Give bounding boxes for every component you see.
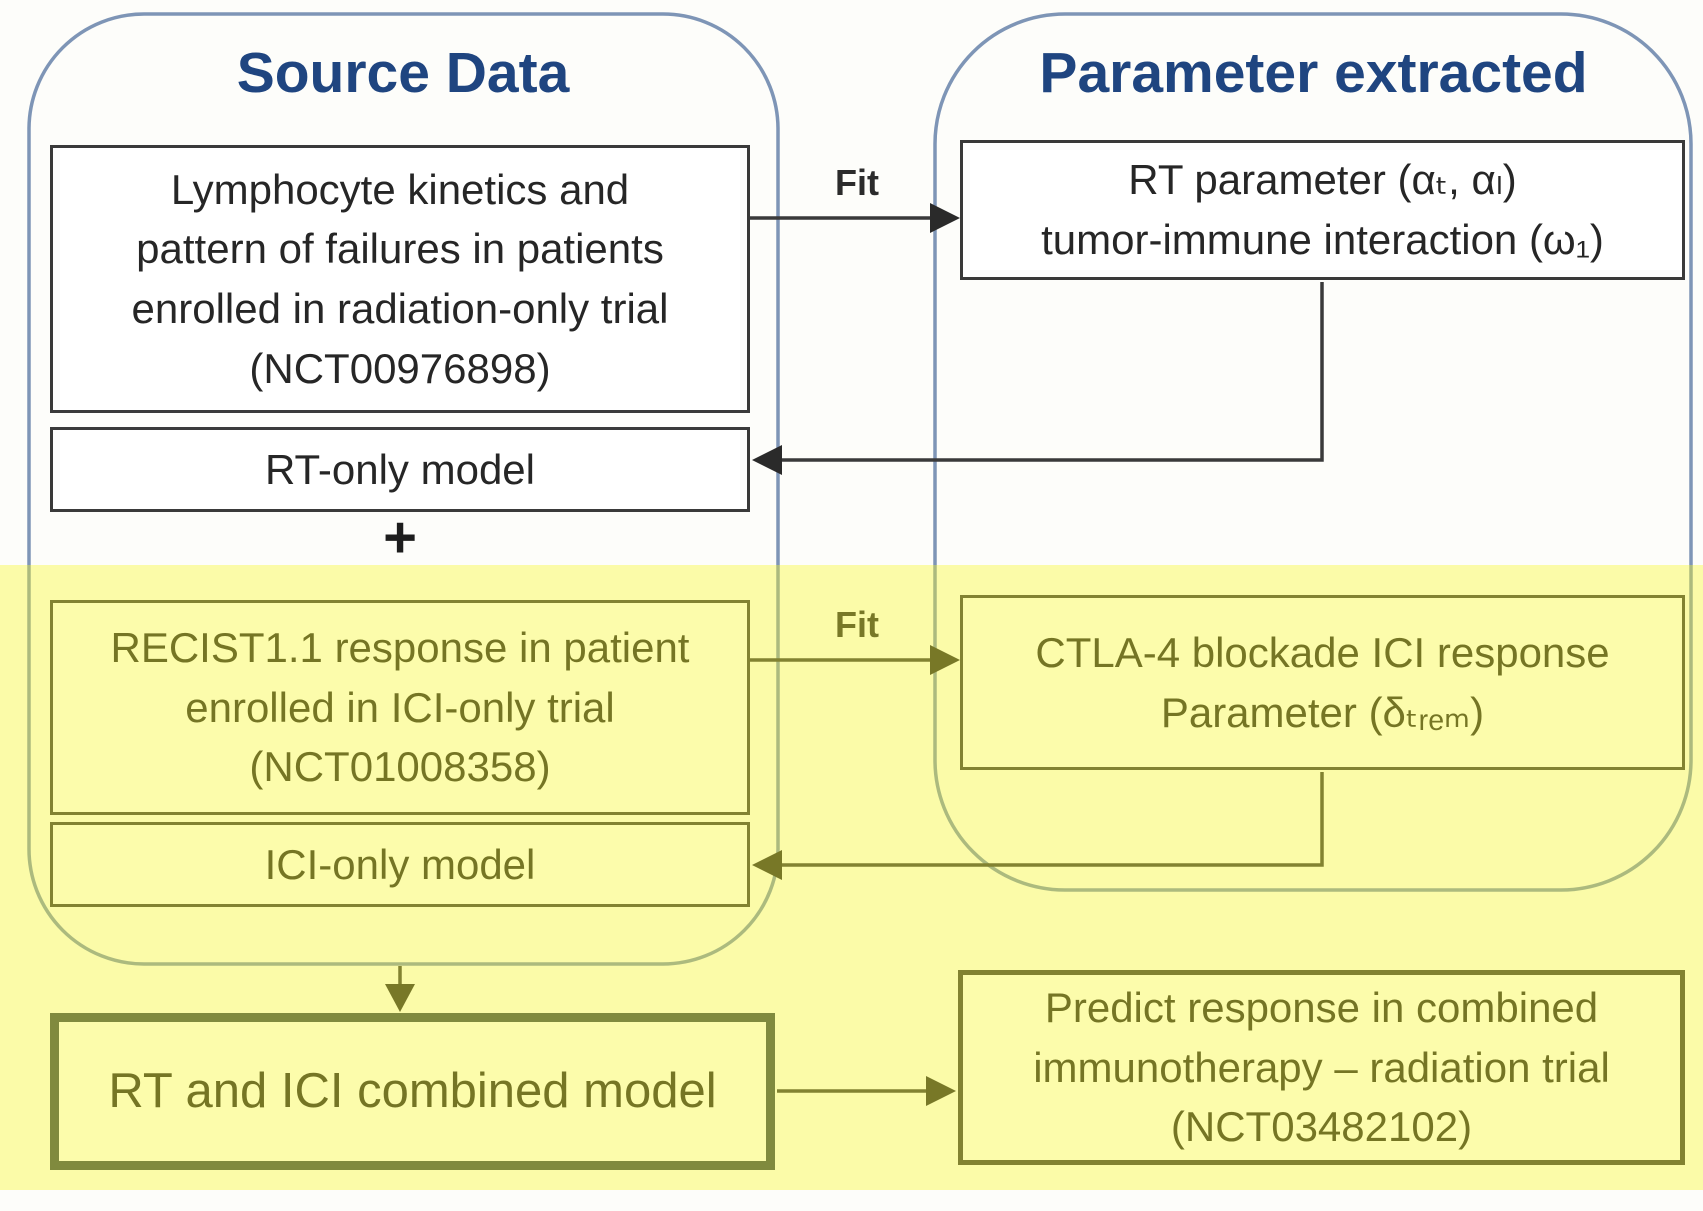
combined-model-box: RT and ICI combined model — [50, 1013, 775, 1170]
rt-param-to-rt-only-head — [752, 445, 782, 475]
text-line: RT-only model — [264, 445, 535, 493]
text-line: Predict response in combined — [1044, 984, 1599, 1032]
text-line: RT and ICI combined model — [108, 1063, 717, 1118]
text-line: (NCT03482102) — [1170, 1103, 1473, 1151]
lymphocyte-kinetics-box: Lymphocyte kinetics and pattern of failu… — [50, 145, 750, 413]
fit-arrow-2-head — [930, 645, 960, 675]
recist-response-box: RECIST1.1 response in patient enrolled i… — [50, 600, 750, 815]
ctla4-parameter-box: CTLA-4 blockade ICI response Parameter (… — [960, 595, 1685, 770]
text-line: pattern of failures in patients — [136, 225, 664, 273]
text-line: enrolled in radiation-only trial — [131, 285, 669, 332]
combined-to-predict-head — [926, 1076, 956, 1106]
source-data-title: Source Data — [236, 41, 570, 105]
text-line: tumor-immune interaction (ω₁) — [1041, 216, 1604, 263]
predict-response-box: Predict response in combined immunothera… — [958, 970, 1685, 1165]
text-line: enrolled in ICI-only trial — [185, 683, 615, 731]
rt-only-model-box: RT-only model — [50, 427, 750, 512]
text-line: ICI-only model — [264, 840, 536, 888]
container-to-combined-head — [385, 984, 415, 1012]
rt-param-to-rt-only-connector — [768, 282, 1324, 462]
ici-only-model-box: ICI-only model — [50, 822, 750, 907]
text-line: Parameter (δₜᵣₑₘ) — [1160, 688, 1485, 736]
text-line: (NCT00976898) — [249, 344, 551, 392]
text-line: RT parameter (αₜ, αₗ) — [1128, 156, 1517, 204]
fit-label-2: Fit — [835, 604, 879, 645]
rt-parameter-box: RT parameter (αₜ, αₗ) tumor-immune inter… — [960, 140, 1685, 280]
source-data-container-outline — [27, 12, 780, 966]
text-line: CTLA-4 blockade ICI response — [1035, 628, 1610, 676]
text-line: RECIST1.1 response in patient — [110, 624, 690, 672]
plus-sign: + — [383, 505, 417, 570]
ctla-to-ici-only-connector — [768, 772, 1324, 867]
parameter-extracted-container-outline — [933, 12, 1693, 892]
text-line: immunotherapy – radiation trial — [1033, 1043, 1610, 1091]
text-line: (NCT01008358) — [249, 743, 551, 791]
ctla-to-ici-only-head — [752, 850, 782, 880]
fit-label-1: Fit — [835, 162, 879, 203]
text-line: Lymphocyte kinetics and — [170, 165, 630, 213]
fit-arrow-1-head — [930, 203, 960, 233]
parameter-extracted-title: Parameter extracted — [1039, 41, 1588, 105]
